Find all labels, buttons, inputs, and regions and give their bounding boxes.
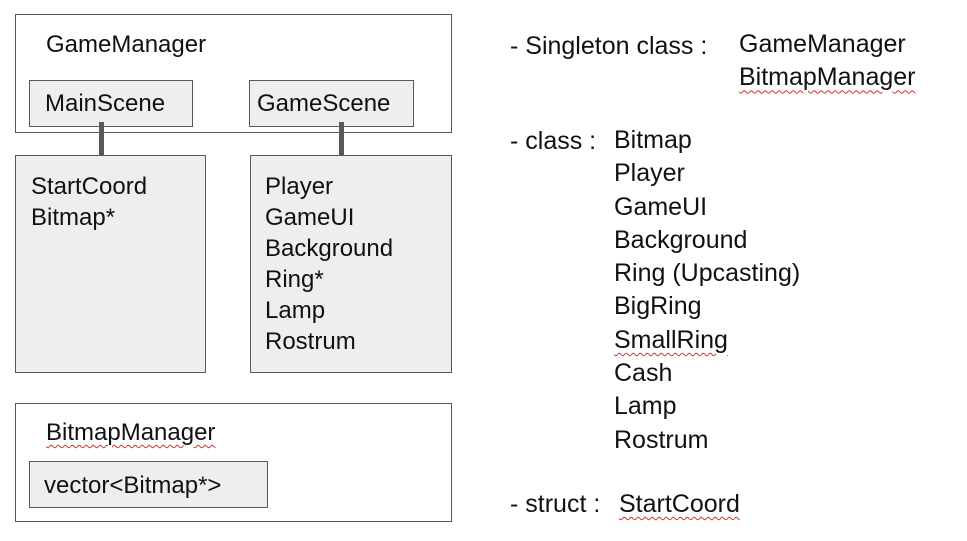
class-item: Rostrum: [614, 425, 709, 454]
class-item: Background: [614, 225, 748, 254]
main-scene-members-list: StartCoord Bitmap*: [31, 171, 147, 233]
class-list: Bitmap Player GameUI Background Ring (Up…: [614, 124, 800, 457]
game-scene-members-box: [250, 155, 452, 373]
bitmap-vector-label: vector<Bitmap*>: [44, 472, 222, 499]
game-manager-title: GameManager: [46, 31, 207, 58]
class-item: BigRing: [614, 292, 702, 321]
game-scene-label: GameScene: [257, 90, 391, 117]
singleton-item: BitmapManager: [739, 63, 916, 92]
struct-item: StartCoord: [619, 490, 740, 518]
singleton-prefix: - Singleton class :: [510, 32, 715, 60]
game-scene-member: GameUI: [265, 204, 355, 231]
game-scene-member: Player: [265, 173, 334, 200]
game-scene-member: Background: [265, 235, 394, 262]
class-item: Lamp: [614, 392, 677, 421]
bitmap-vector-box: [29, 461, 268, 508]
singleton-item: GameManager: [739, 30, 906, 58]
main-scene-members-box: [15, 155, 206, 373]
main-scene-connector: [99, 122, 104, 167]
singleton-list: GameManager BitmapManager: [739, 28, 915, 95]
game-scene-connector: [339, 122, 344, 167]
game-scene-member: Ring*: [265, 266, 324, 293]
bitmap-manager-title: BitmapManager: [46, 419, 216, 446]
class-item: Cash: [614, 359, 673, 388]
game-scene-member: Lamp: [265, 297, 326, 324]
main-scene-member: Bitmap*: [31, 204, 116, 231]
class-item: GameUI: [614, 192, 708, 221]
class-item: SmallRing: [614, 325, 728, 354]
game-scene-member: Rostrum: [265, 328, 356, 355]
game-scene-box: [249, 80, 414, 127]
class-prefix: - class :: [510, 127, 604, 155]
main-scene-box: [29, 80, 193, 127]
class-item: Bitmap: [614, 126, 692, 154]
class-item: Ring (Upcasting): [614, 259, 801, 288]
main-scene-member: StartCoord: [31, 173, 148, 200]
main-scene-label: MainScene: [45, 90, 166, 117]
class-item: Player: [614, 159, 685, 188]
game-scene-members-list: Player GameUI Background Ring* Lamp Rost…: [265, 171, 393, 357]
struct-prefix: - struct :: [510, 490, 608, 518]
